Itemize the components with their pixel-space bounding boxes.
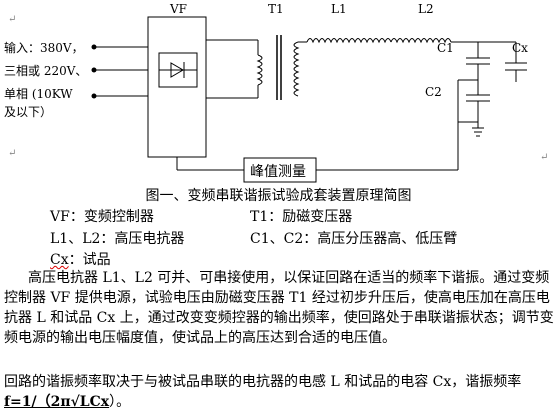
l2-coil [390,38,452,44]
input-text-1: 输入：380V， [4,40,84,55]
circuit-diagram: VF T1 L1 L2 C1 C2 Cx [4,2,548,183]
l1-coil [306,38,392,44]
legend-cx: Cx：试品 [50,252,111,268]
cx-label: Cx [512,41,528,55]
figure-caption: 图一、变频串联谐振试验成套装置原理简图 [145,188,412,204]
paragraph-1-text: 高压电抗器 L1、L2 可并、可串接使用，以保证回路在适当的频率下谐振。通过变频… [4,270,554,346]
input-text-4: 及以下） [4,105,52,119]
vf-label: VF [169,2,187,16]
peak-measure-label: 峰值测量 [250,164,306,180]
paragraph-2: 回路的谐振频率取决于与被试品串联的电抗器的电感 L 和试品的电容 Cx，谐振频率… [4,374,522,410]
diode-icon [170,62,184,78]
input-text-3: 单相 (10KW [4,87,73,101]
svg-text:↵: ↵ [540,152,548,163]
svg-text:↵: ↵ [8,148,16,159]
paragraph-2-text: 回路的谐振频率取决于与被试品串联的电抗器的电感 L 和试品的电容 Cx，谐振频率 [4,374,522,390]
svg-text:↵: ↵ [8,14,16,25]
t1-secondary-coil [293,41,300,97]
legend-cx-prefix: Cx [50,252,69,268]
t1-primary-coil [256,54,263,86]
l2-label: L2 [418,2,434,16]
legend-t1: T1：励磁变压器 [250,209,353,225]
legend-vf: VF：变频控制器 [50,209,154,225]
legend-l: L1、L2：高压电抗器 [50,231,185,247]
legend-cx-text: 试品 [82,252,111,268]
input-text-2: 三相或 220V、 [4,64,87,78]
l1-label: L1 [331,2,347,16]
resonance-formula: f=1/（2π√LCx [4,394,110,410]
c1-label: C1 [437,41,454,55]
legend-c: C1、C2：高压分压器高、低压臂 [250,231,458,247]
paragraph-1: 高压电抗器 L1、L2 可并、可串接使用，以保证回路在适当的频率下谐振。通过变频… [4,268,556,348]
t1-label: T1 [268,2,284,16]
c2-label: C2 [425,85,442,99]
